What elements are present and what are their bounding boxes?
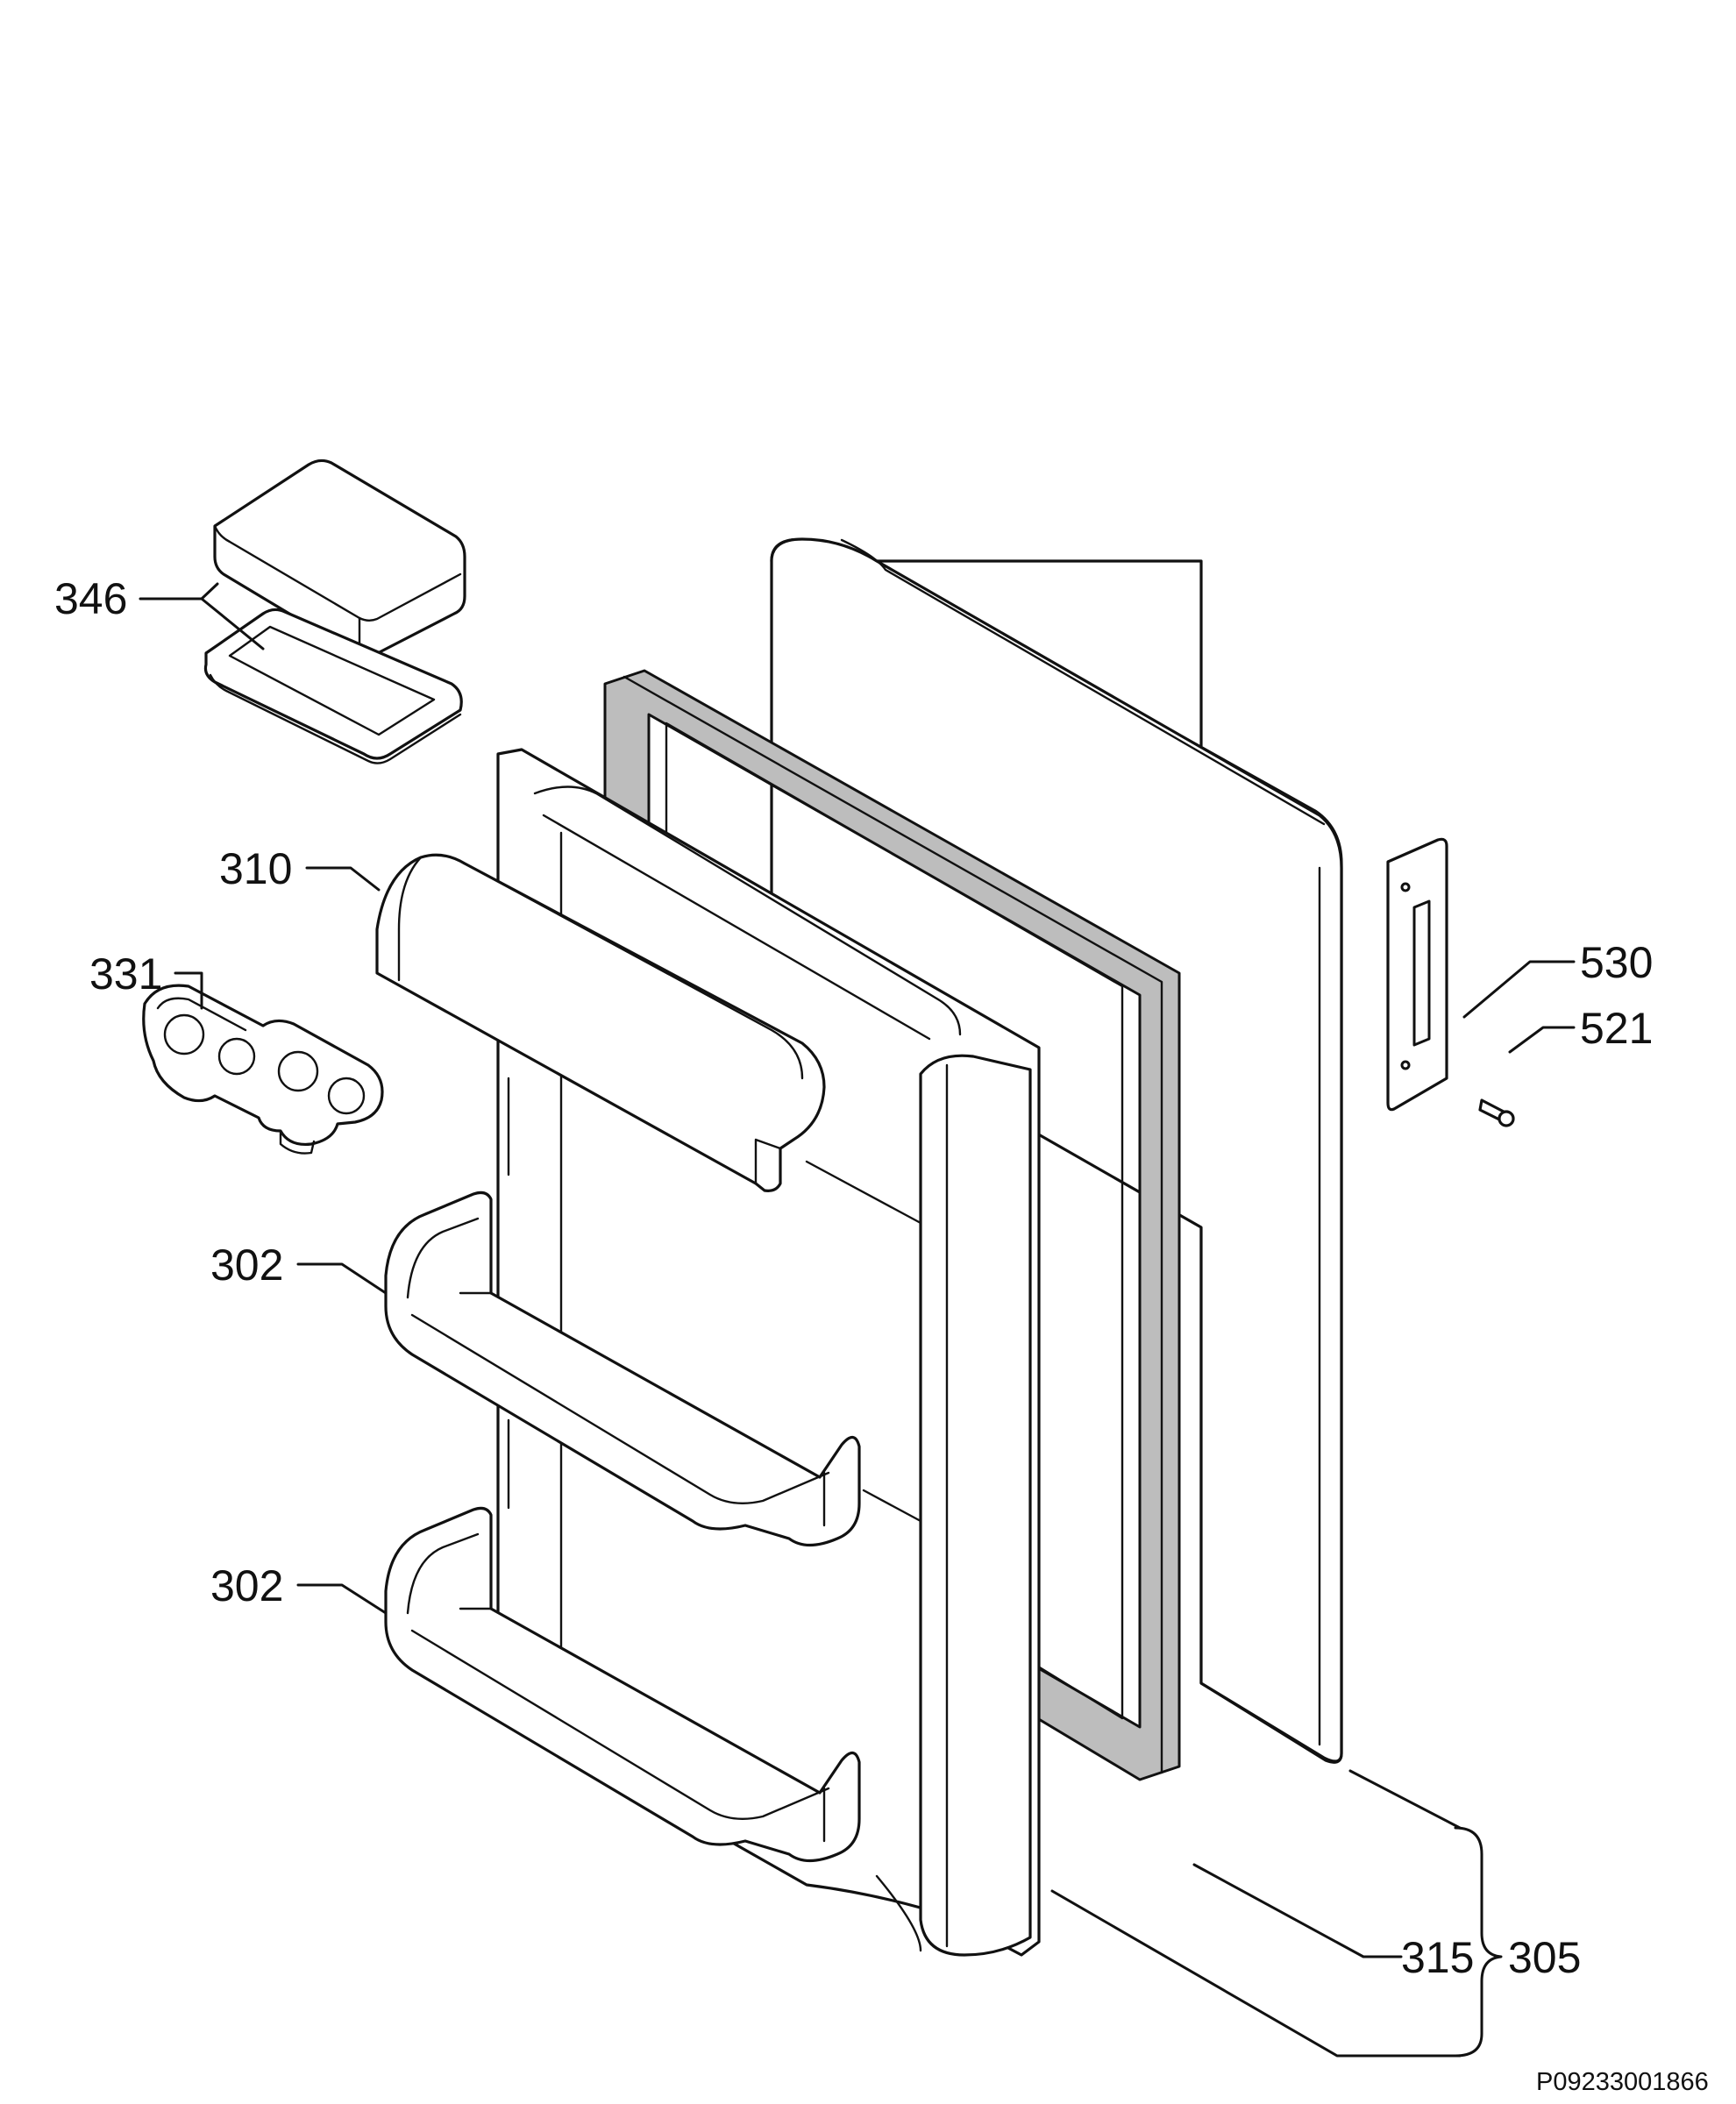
callout-302-lower: 302 — [210, 1561, 283, 1610]
leader-lines — [139, 582, 1576, 2058]
callout-346: 346 — [54, 574, 127, 623]
callout-521: 521 — [1580, 1004, 1653, 1053]
callout-labels: 346 310 331 302 302 530 521 315 305 P092… — [54, 574, 1709, 2096]
screw — [1478, 1098, 1515, 1127]
door-shelf-lower — [384, 1506, 861, 1863]
callout-305: 305 — [1508, 1933, 1581, 1982]
callout-310: 310 — [219, 844, 292, 893]
egg-tray — [142, 984, 384, 1155]
callout-530: 530 — [1580, 938, 1653, 987]
callout-315: 315 — [1401, 1933, 1474, 1982]
hinge-plate — [1386, 837, 1448, 1112]
door-shelf-upper — [384, 1191, 922, 1547]
callout-302-upper: 302 — [210, 1240, 283, 1290]
butter-dish — [203, 458, 466, 764]
drawing-code: P09233001866 — [1536, 2068, 1709, 2096]
callout-331: 331 — [89, 949, 162, 999]
top-door-shelf — [375, 853, 922, 1225]
